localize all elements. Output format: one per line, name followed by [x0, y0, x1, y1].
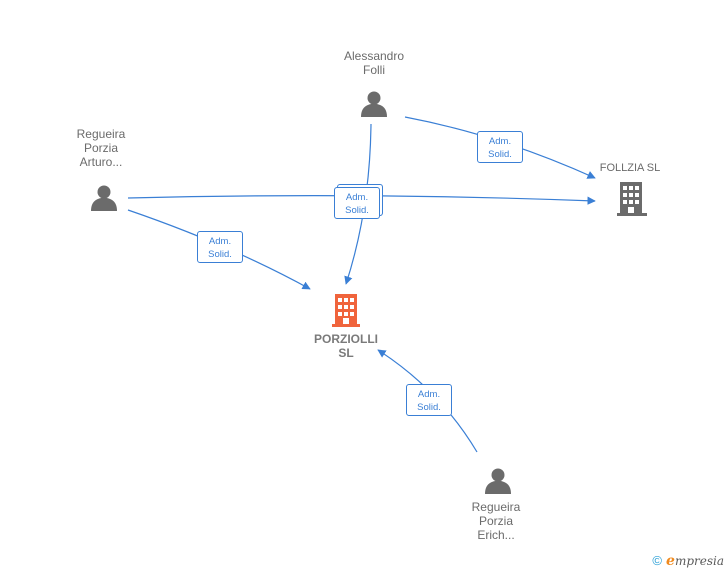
- node-label-regueira-erich[interactable]: Regueira Porzia Erich...: [456, 500, 536, 542]
- edge-label-line: Adm.: [345, 192, 369, 203]
- edge-label-alessandro-follzia[interactable]: Adm. Solid.: [477, 131, 523, 163]
- brand-name: mpresia: [674, 554, 724, 568]
- person-icon[interactable]: [361, 91, 387, 118]
- label-line: Regueira: [76, 127, 126, 141]
- edge-label-line: Adm.: [208, 236, 232, 247]
- label-line: Regueira: [471, 500, 521, 514]
- edge-label-line: Adm.: [417, 389, 441, 400]
- label-line: Folli: [362, 63, 385, 77]
- copyright-icon: ©: [652, 553, 663, 568]
- node-label-alessandro[interactable]: Alessandro Folli: [334, 49, 414, 77]
- person-icon[interactable]: [91, 185, 117, 212]
- node-label-follzia[interactable]: FOLLZIA SL: [588, 161, 672, 175]
- label-line: Porzia: [478, 514, 513, 528]
- edge-label-erich-porziolli[interactable]: Adm. Solid.: [406, 384, 452, 416]
- edge-label-line: Adm.: [488, 136, 512, 147]
- label-line: SL: [338, 346, 354, 360]
- label-line: Erich...: [477, 528, 515, 542]
- person-icon[interactable]: [485, 468, 511, 495]
- edge-label-line: Solid.: [345, 205, 369, 216]
- node-label-regueira-arturo[interactable]: Regueira Porzia Arturo...: [61, 127, 141, 169]
- building-icon[interactable]: [617, 182, 647, 216]
- label-line: Arturo...: [79, 155, 123, 169]
- building-icon[interactable]: [332, 294, 360, 327]
- label-line: Porzia: [83, 141, 118, 155]
- brand-initial: e: [666, 553, 675, 569]
- edge-label-arturo-follzia[interactable]: Adm. Solid.: [334, 187, 380, 219]
- label-line: Alessandro: [343, 49, 405, 63]
- brand-footer[interactable]: ©empresia: [652, 553, 724, 569]
- node-label-porziolli[interactable]: PORZIOLLI SL: [300, 332, 392, 360]
- label-line: PORZIOLLI: [314, 332, 378, 346]
- edge-label-arturo-porziolli[interactable]: Adm. Solid.: [197, 231, 243, 263]
- edge-label-line: Solid.: [417, 402, 441, 413]
- edge-label-line: Solid.: [208, 249, 232, 260]
- label-line: FOLLZIA SL: [599, 162, 661, 174]
- edge-label-line: Solid.: [488, 149, 512, 160]
